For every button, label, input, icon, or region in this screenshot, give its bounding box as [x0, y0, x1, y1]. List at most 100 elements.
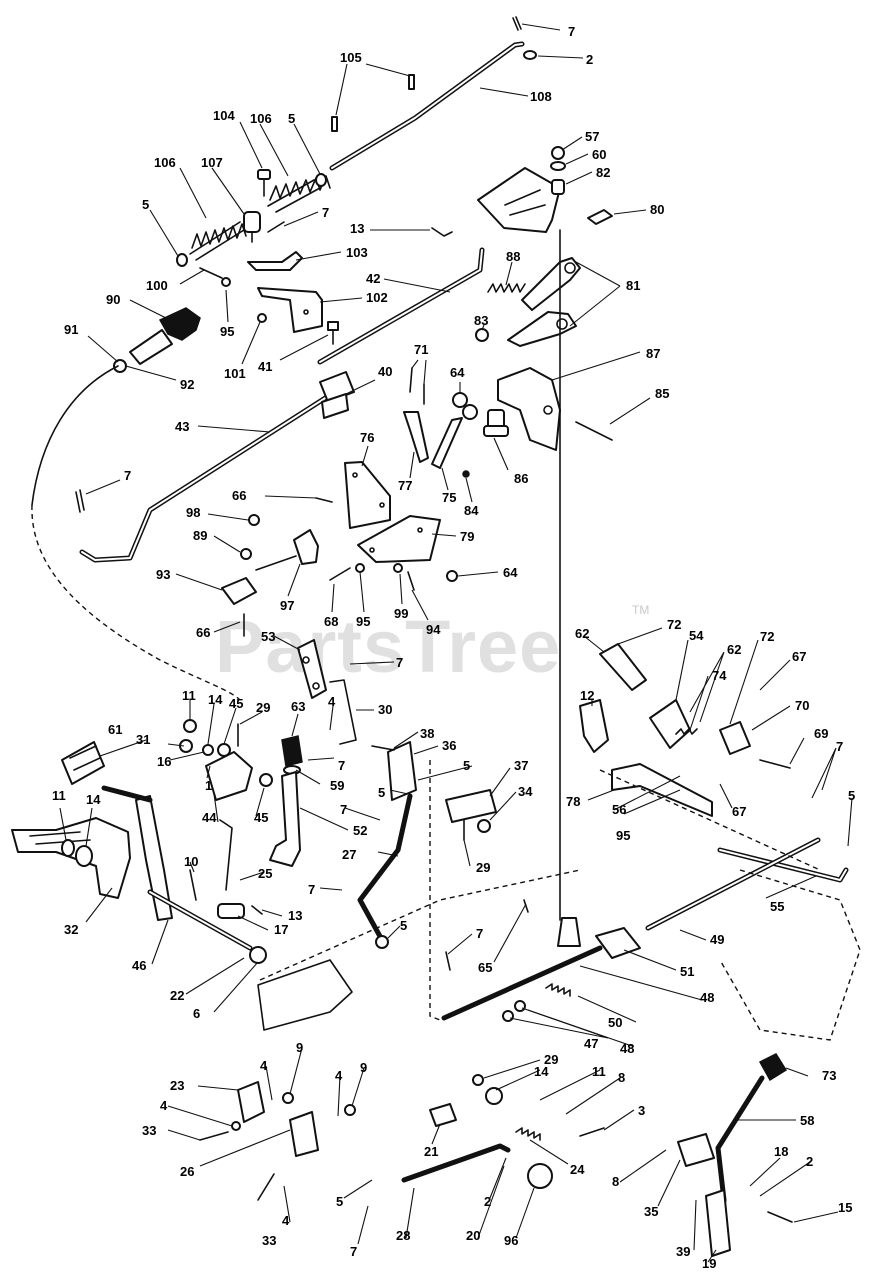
callout-72: 72 [667, 617, 681, 632]
callout-4: 4 [335, 1068, 343, 1083]
callout-66: 66 [232, 488, 246, 503]
part-94-bolt [407, 571, 415, 591]
callout-7: 7 [340, 802, 347, 817]
callout-54: 54 [689, 628, 704, 643]
callout-9: 9 [296, 1040, 303, 1055]
parts-artwork [11, 16, 861, 1257]
cable-route-dashed [31, 504, 241, 701]
part-102-bracket [257, 287, 323, 333]
callout-45: 45 [229, 696, 243, 711]
part-68-bolt [329, 567, 351, 581]
callout-43: 43 [175, 419, 189, 434]
callout-8: 8 [612, 1174, 619, 1189]
part-13-clip-b [251, 905, 263, 915]
callout-22: 22 [170, 988, 184, 1003]
callout-33: 33 [142, 1123, 156, 1138]
part-11-nut-b [183, 719, 197, 733]
part-9-nut-a [282, 1092, 294, 1104]
callout-11: 11 [182, 688, 196, 703]
callout-87: 87 [646, 346, 660, 361]
part-28-rod [401, 1143, 511, 1183]
part-cable [31, 365, 119, 506]
callout-80: 80 [650, 202, 664, 217]
callout-46: 46 [132, 958, 146, 973]
part-99-washer [393, 563, 403, 573]
part-5-washer-a [315, 173, 327, 187]
part-30-link [329, 679, 357, 745]
callout-76: 76 [360, 430, 374, 445]
callout-49: 49 [710, 932, 724, 947]
part-88-spring [487, 283, 526, 293]
callout-98: 98 [186, 505, 200, 520]
callout-21: 21 [424, 1144, 438, 1159]
part-37-bracket [445, 789, 497, 823]
callout-70: 70 [795, 698, 809, 713]
callout-4: 4 [328, 694, 336, 709]
part-71-pins [409, 367, 425, 405]
callout-17: 17 [274, 922, 288, 937]
callout-7: 7 [836, 739, 843, 754]
callout-5: 5 [142, 197, 149, 212]
callout-84: 84 [464, 503, 479, 518]
part-9-nut-b [344, 1104, 356, 1116]
part-13-clip-a [431, 227, 453, 237]
callout-3: 3 [638, 1103, 645, 1118]
callout-66: 66 [196, 625, 210, 640]
callout-82: 82 [596, 165, 610, 180]
part-105-pin-a [408, 74, 415, 90]
callout-4: 4 [160, 1098, 168, 1113]
watermark: PartsTree TM [215, 603, 649, 688]
callout-48: 48 [700, 990, 714, 1005]
part-48-nut [514, 1000, 526, 1012]
part-96-ball [527, 1163, 553, 1189]
part-84-screw [462, 470, 470, 478]
callout-95: 95 [356, 614, 370, 629]
callout-83: 83 [474, 313, 488, 328]
part-108-rod [329, 41, 525, 171]
callout-31: 31 [136, 732, 150, 747]
callout-14: 14 [86, 792, 101, 807]
part-77-arm [403, 411, 429, 463]
part-81-levers [507, 257, 581, 347]
part-52-arm [269, 771, 301, 867]
callout-93: 93 [156, 567, 170, 582]
part-7-cotter-top [512, 16, 522, 31]
callout-108: 108 [530, 89, 552, 104]
callout-11: 11 [592, 1064, 606, 1079]
part-7-cotter-i [445, 951, 451, 971]
callout-37: 37 [514, 758, 528, 773]
part-82-spacer [551, 179, 565, 195]
callout-29: 29 [256, 700, 270, 715]
callout-95: 95 [220, 324, 234, 339]
callout-57: 57 [585, 129, 599, 144]
part-10-pin [189, 869, 197, 901]
callout-24: 24 [570, 1162, 585, 1177]
callout-1: 1 [205, 778, 212, 793]
callout-5: 5 [463, 758, 470, 773]
part-101-nut [257, 313, 267, 323]
callout-7: 7 [322, 205, 329, 220]
part-63-knob [281, 735, 303, 767]
part-5-washer-b [176, 253, 188, 267]
callout-69: 69 [814, 726, 828, 741]
callout-28: 28 [396, 1228, 410, 1243]
callout-90: 90 [106, 292, 120, 307]
callout-labels: 7 2 105 108 104 106 5 57 60 82 106 107 8… [52, 24, 855, 1271]
part-19-bracket [705, 1189, 731, 1257]
assembly-outline-main [259, 760, 821, 1021]
part-93-clamp [221, 577, 257, 605]
callout-99: 99 [394, 606, 408, 621]
callout-74: 74 [712, 668, 727, 683]
callout-67: 67 [792, 649, 806, 664]
part-80-clip [587, 209, 613, 225]
callout-58: 58 [800, 1113, 814, 1128]
part-14-washer [75, 845, 93, 867]
part-40-block [319, 371, 355, 419]
callout-27: 27 [342, 847, 356, 862]
callout-106: 106 [250, 111, 272, 126]
part-46-lever [135, 795, 173, 921]
callout-18: 18 [774, 1144, 788, 1159]
callout-64: 64 [503, 565, 518, 580]
part-51-bracket [595, 927, 641, 959]
callout-101: 101 [224, 366, 246, 381]
